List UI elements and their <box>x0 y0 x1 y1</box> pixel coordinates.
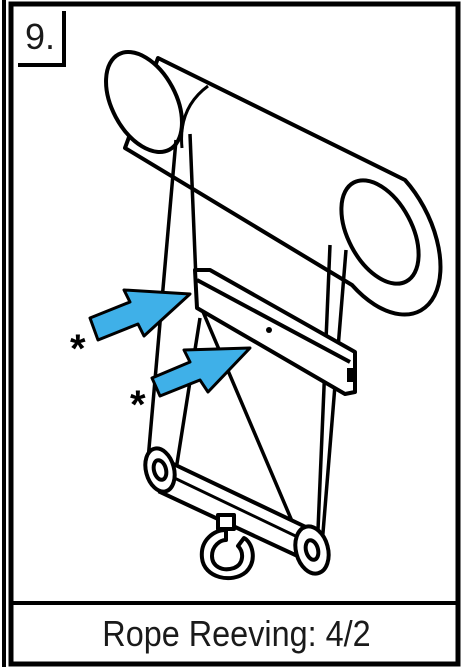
crossbar-icon <box>193 268 357 396</box>
rope-reeving-caption: Rope Reeving: 4/2 <box>102 613 371 654</box>
pointer-arrow-icon <box>88 288 192 342</box>
rope-lines <box>146 133 348 546</box>
step-number-label: 9. <box>18 11 66 67</box>
crane-hook-icon <box>199 513 255 581</box>
rope-drum-icon <box>104 50 443 317</box>
sheave-pulley-icon <box>143 446 177 494</box>
sheave-block <box>143 446 331 576</box>
annotation-marker-top: * <box>70 327 86 371</box>
annotation-marker-bottom: * <box>130 383 146 427</box>
panel-outer-border <box>8 1 461 667</box>
pointer-arrow-icon <box>150 346 252 398</box>
sheave-pulley-icon <box>293 524 331 576</box>
